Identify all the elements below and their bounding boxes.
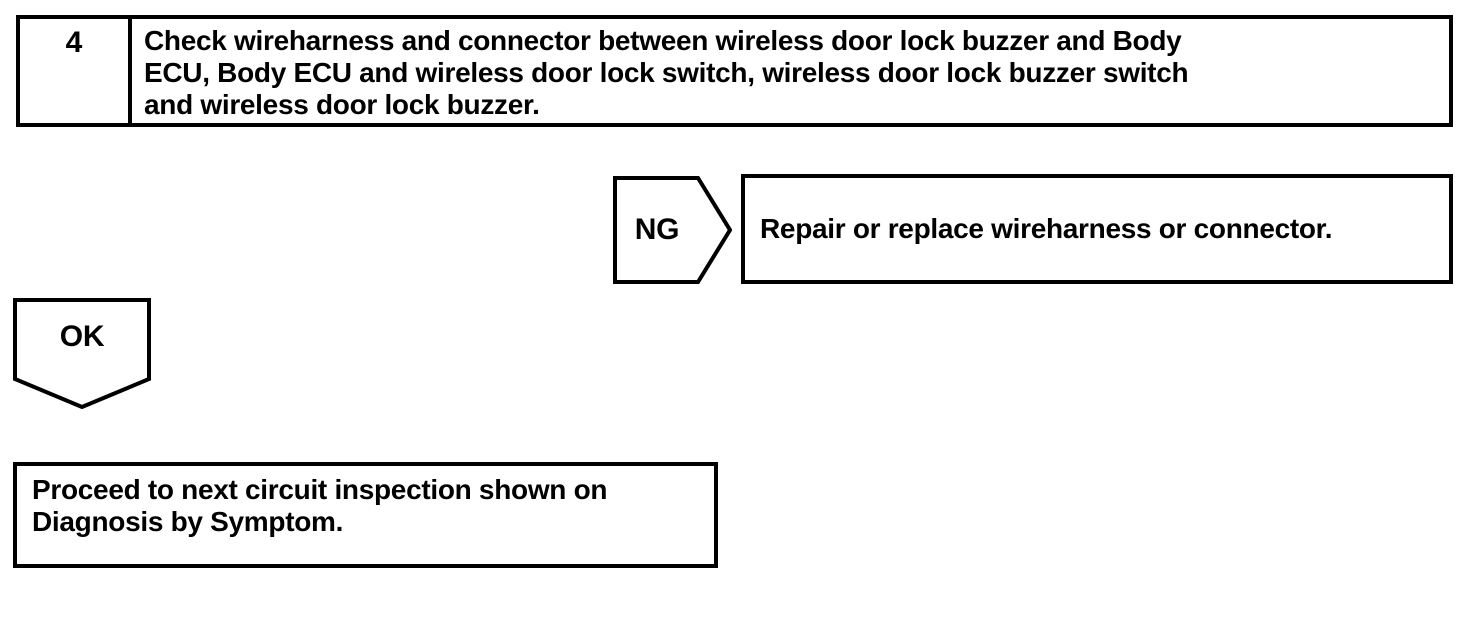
ng-action-box: Repair or replace wireharness or connect… <box>741 174 1453 284</box>
step-number: 4 <box>20 19 132 123</box>
ok-action-box: Proceed to next circuit inspection shown… <box>13 462 718 568</box>
instruction-line-1: Check wireharness and connector between … <box>144 25 1182 56</box>
ng-connector-shape: NG <box>613 176 732 284</box>
ok-action-line-1: Proceed to next circuit inspection shown… <box>32 474 608 505</box>
ng-label: NG <box>634 213 680 246</box>
ok-action-line-2: Diagnosis by Symptom. <box>32 506 344 537</box>
instruction-line-3: and wireless door lock buzzer. <box>144 89 540 120</box>
step-instruction-text: Check wireharness and connector between … <box>132 19 1449 123</box>
ok-label: OK <box>59 320 105 353</box>
ok-arrow-down-icon <box>13 298 151 409</box>
ng-action-text: Repair or replace wireharness or connect… <box>760 213 1333 244</box>
step-instruction-box: 4 Check wireharness and connector betwee… <box>16 15 1453 127</box>
ok-connector-shape: OK <box>13 298 151 409</box>
instruction-line-2: ECU, Body ECU and wireless door lock swi… <box>144 57 1189 88</box>
ng-arrow-right-icon <box>613 176 732 284</box>
